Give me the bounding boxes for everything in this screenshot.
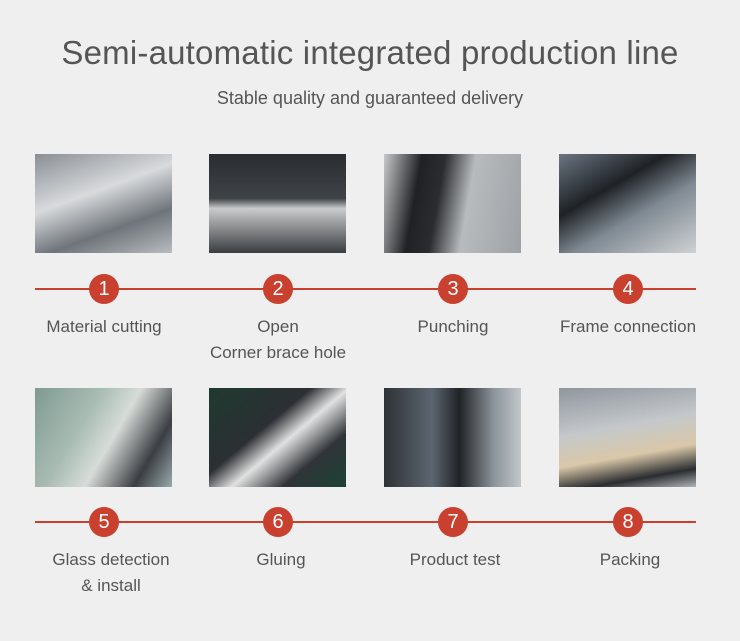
step-label: Gluing	[256, 550, 306, 569]
step-label: Packing	[599, 550, 661, 569]
step-label: Glass detection & install	[21, 547, 201, 599]
step-label-line: Corner brace hole	[209, 343, 347, 362]
photo-frame-connection	[559, 154, 696, 253]
step-number-badge: 1	[89, 274, 119, 304]
step-number-badge: 5	[89, 507, 119, 537]
photo-packing	[559, 388, 696, 487]
page-title: Semi-automatic integrated production lin…	[61, 34, 679, 71]
photo-corner-brace-hole	[209, 154, 346, 253]
photo-gluing	[209, 388, 346, 487]
photo-material-cutting	[35, 154, 172, 253]
photo-glass-detection	[35, 388, 172, 487]
step-number-badge: 8	[613, 507, 643, 537]
step-number-badge: 6	[263, 507, 293, 537]
step-label: Material cutting	[46, 317, 162, 336]
timeline-divider-row2	[35, 521, 696, 523]
step-label: Frame connection	[559, 317, 697, 336]
step-number-badge: 3	[438, 274, 468, 304]
step-number-badge: 2	[263, 274, 293, 304]
step-label-line: Glass detection	[52, 550, 170, 569]
step-label-line: & install	[81, 576, 141, 595]
step-number-badge: 4	[613, 274, 643, 304]
page-subtitle: Stable quality and guaranteed delivery	[216, 88, 524, 108]
step-label-line: Open	[257, 317, 299, 336]
timeline-divider-row1	[35, 288, 696, 290]
step-label: Product test	[409, 550, 501, 569]
photo-punching	[384, 154, 521, 253]
step-number-badge: 7	[438, 507, 468, 537]
step-label: Punching	[417, 317, 489, 336]
photo-product-test	[384, 388, 521, 487]
